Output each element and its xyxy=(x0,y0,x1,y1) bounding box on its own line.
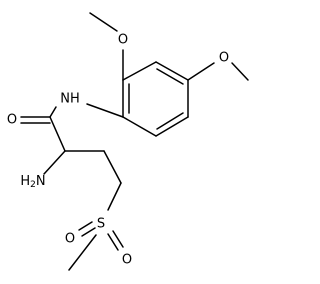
atom-label-carbonyl-o: O xyxy=(7,113,17,128)
atom-label-sulfonyl-o-left: O xyxy=(65,232,75,247)
bond-ring-para-o xyxy=(187,62,215,81)
bond-gamma-sulfur xyxy=(107,182,122,211)
ring-bond-2-inner xyxy=(156,68,184,85)
atom-label-sulfonyl-o-right: O xyxy=(122,253,132,268)
atom-labels: O O NH O H2N S O O xyxy=(7,33,229,268)
atom-label-para-methoxy-o: O xyxy=(219,51,229,66)
ring-bond-4 xyxy=(155,116,189,137)
bond-beta-gamma xyxy=(103,150,122,184)
bond-set xyxy=(20,12,249,271)
bond-sulfur-methyl xyxy=(68,234,97,271)
bond-sulfur-o-left-1 xyxy=(78,221,93,231)
bond-alpha-amine xyxy=(43,150,66,175)
ring-bond-2 xyxy=(155,61,189,81)
atom-label-amine: H2N xyxy=(20,174,45,191)
amine-h-count: 2 xyxy=(30,180,36,190)
bond-ring-nh xyxy=(86,103,124,118)
amine-h-label: H xyxy=(20,174,30,189)
bond-sulfur-o-right-2 xyxy=(112,230,124,248)
ring-bond-4-inner xyxy=(156,112,184,130)
ring-bond-1 xyxy=(122,61,157,81)
atom-label-sulfur: S xyxy=(97,217,105,232)
atom-label-nh: NH xyxy=(60,92,80,107)
bond-carbonyl-alpha xyxy=(49,116,66,152)
bond-sulfur-o-left-2 xyxy=(81,227,96,237)
atom-label-ortho-methoxy-o: O xyxy=(118,33,128,48)
bond-sulfur-o-right-1 xyxy=(107,233,119,251)
molecule-structure: O O NH O H2N S O O xyxy=(7,12,249,271)
amine-n-label: N xyxy=(36,174,46,189)
ring-bond-5 xyxy=(122,116,157,137)
bond-nh-carbonyl xyxy=(49,106,57,118)
bond-ortho-o-methyl xyxy=(89,12,118,32)
bond-para-o-methyl xyxy=(231,62,249,81)
